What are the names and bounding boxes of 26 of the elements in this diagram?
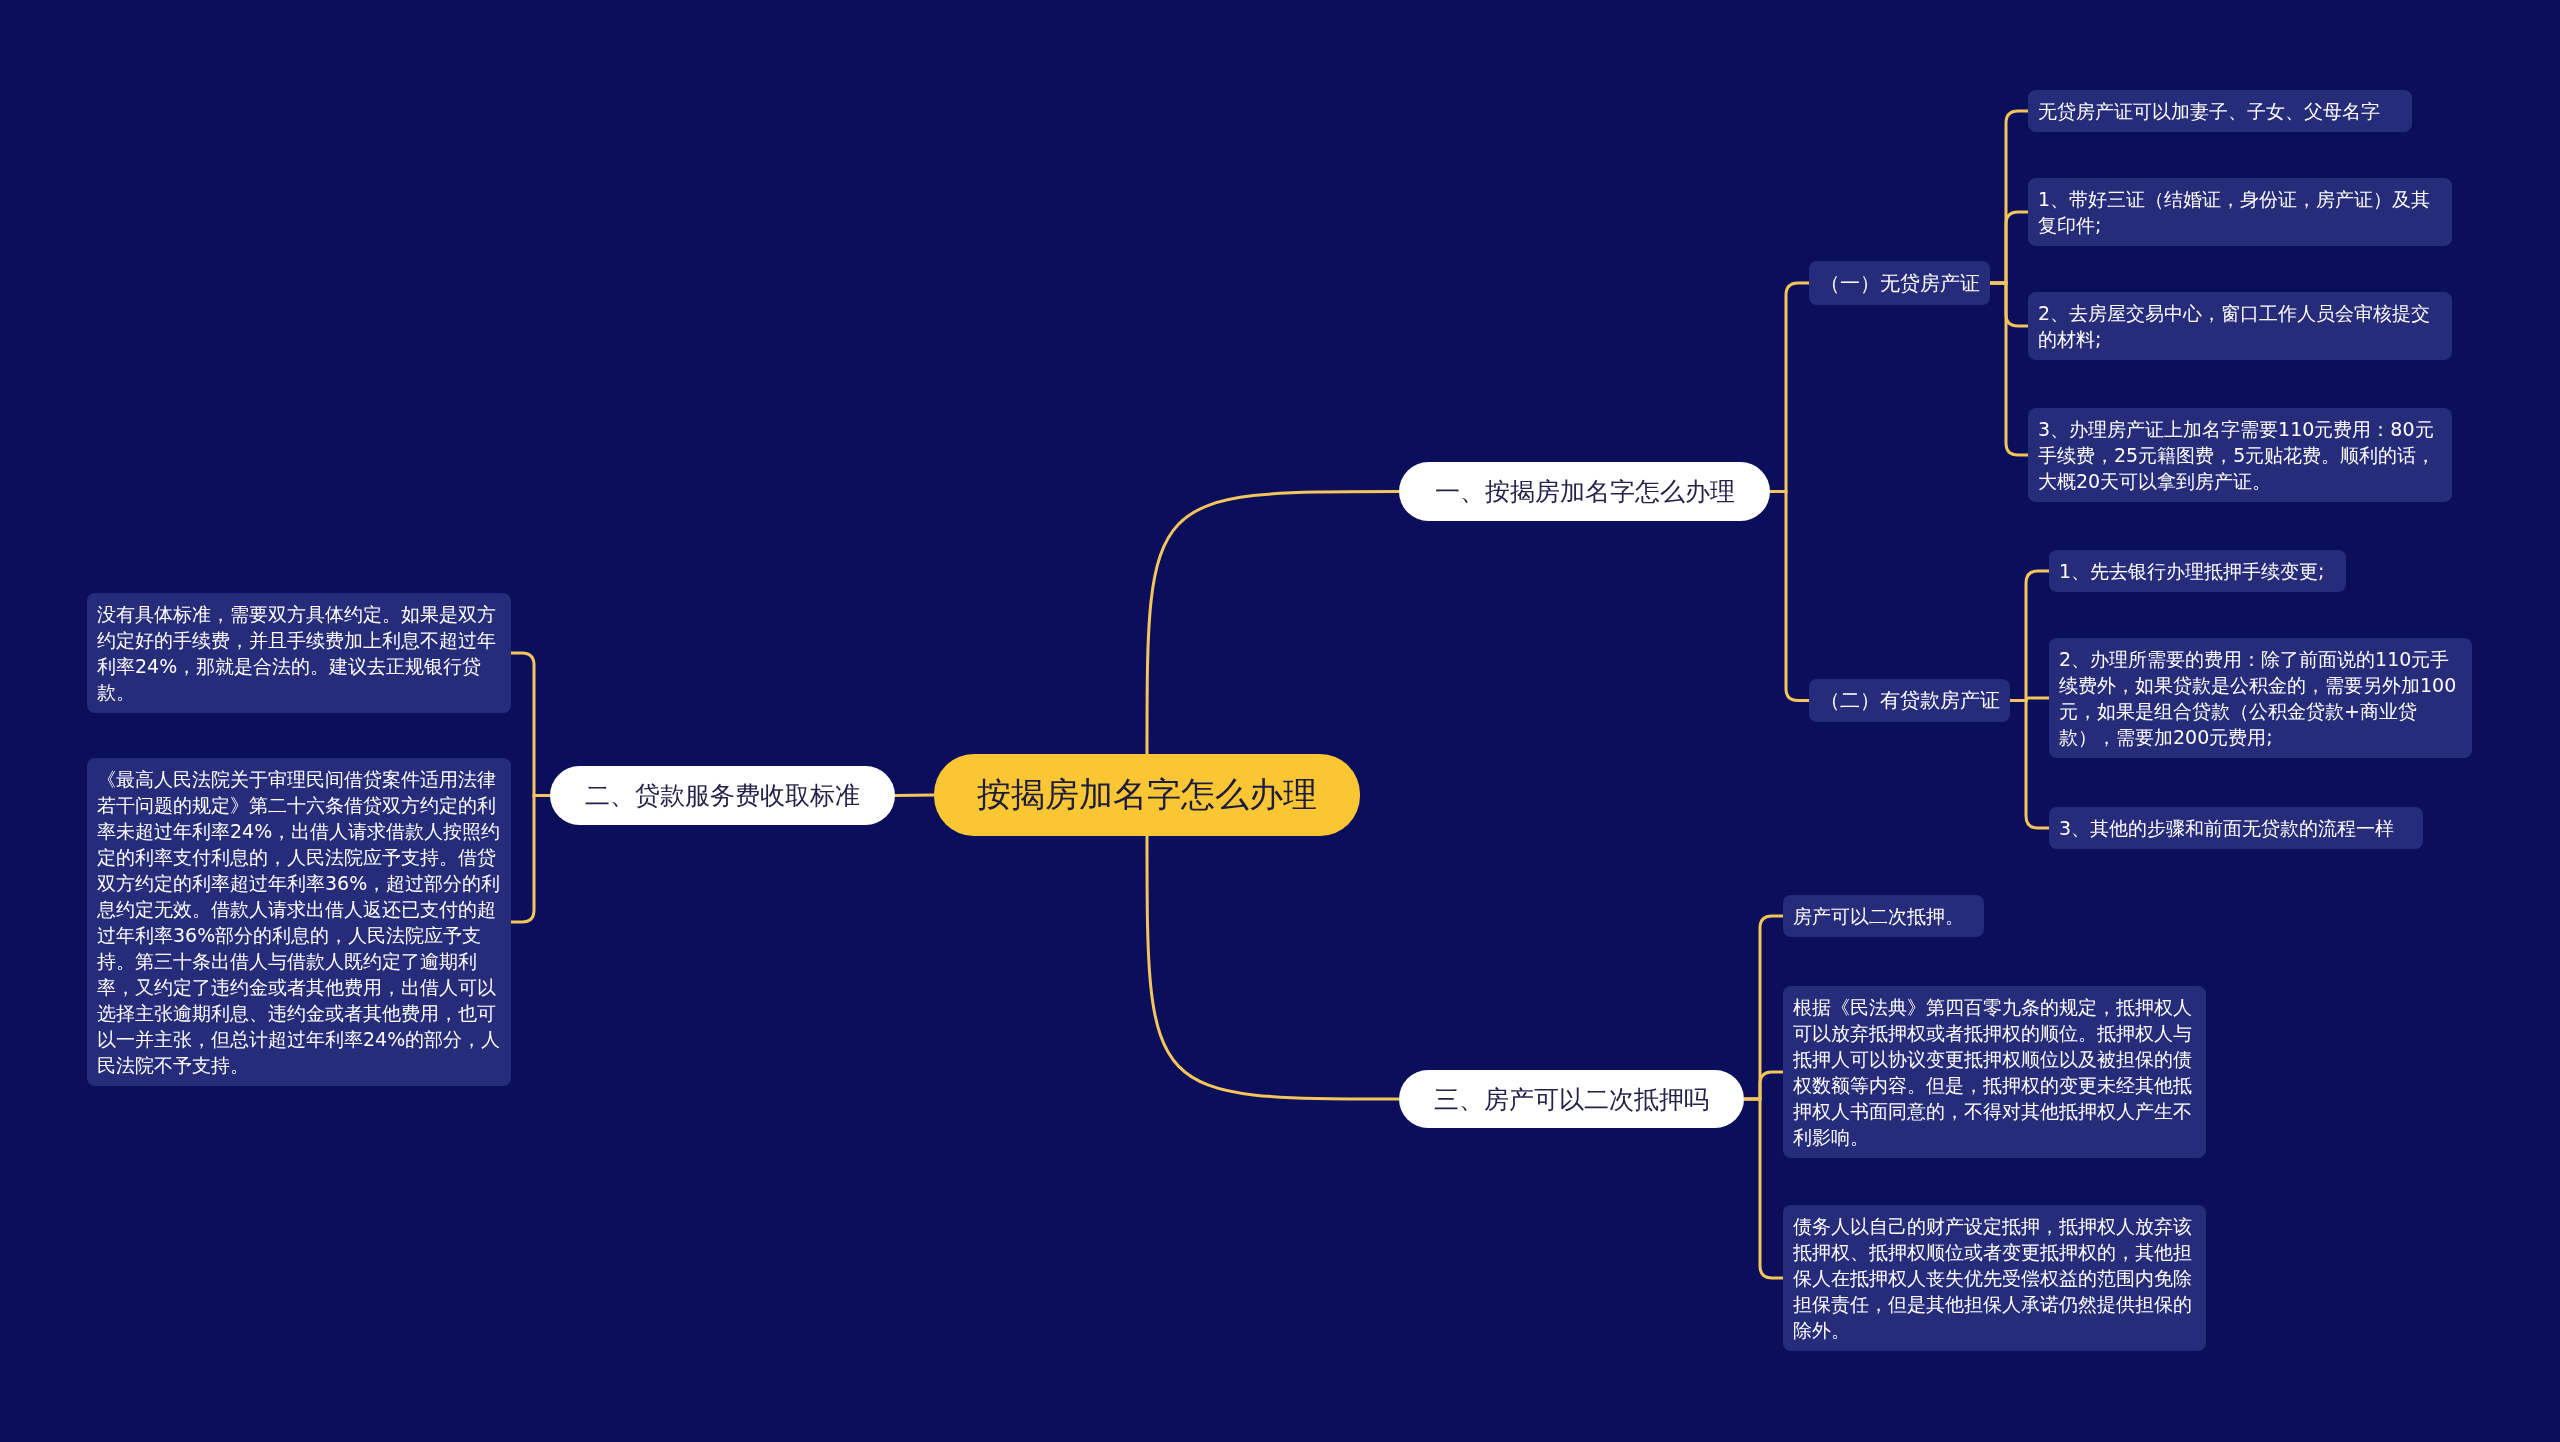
topic-pill: 二、贷款服务费收取标准 bbox=[550, 766, 895, 825]
subtopic-box: （二）有贷款房产证 bbox=[1809, 679, 2010, 722]
connector-line bbox=[894, 793, 935, 797]
note-box: 2、办理所需要的费用：除了前面说的110元手续费外，如果贷款是公积金的，需要另外加100元，如果是组合贷款（公积金贷款+商业贷款），需要加200元费用; bbox=[2049, 638, 2472, 758]
note-box: 没有具体标准，需要双方具体约定。如果是双方约定好的手续费，并且手续费加上利息不超过年利率24%，那就是合法的。建议去正规银行贷款。 bbox=[87, 593, 511, 713]
connector-line bbox=[1990, 281, 2028, 457]
connector-line bbox=[1145, 490, 1399, 754]
note-box: 《最高人民法院关于审理民间借贷案件适用法律若干问题的规定》第二十六条借贷双方约定的利率未超过年利率24%，出借人请求借款人按照约定的利率支付利息的，人民法院应予支持。借贷双方约定的利率超过年利率36%，超过部分的利息约定无效。借款人请求出借人返还已支付的超过年利率36%部分的利息的，人民法院应予支持。第三十条出借人与借款人既约定了逾期利率，又约定了违约金或者其他费用，出借人可以选择主张逾期利息、违约金或者其他费用，也可以一并主张，但总计超过年利率24%的部分，人民法院不予支持。 bbox=[87, 758, 511, 1086]
connector-line bbox=[511, 794, 550, 924]
note-box: 1、先去银行办理抵押手续变更; bbox=[2049, 550, 2346, 592]
note-box: 房产可以二次抵押。 bbox=[1783, 895, 1984, 937]
subtopic-box: （一）无贷房产证 bbox=[1809, 261, 1990, 305]
note-box: 无贷房产证可以加妻子、子女、父母名字 bbox=[2028, 90, 2412, 132]
topic-pill: 一、按揭房加名字怎么办理 bbox=[1399, 462, 1770, 521]
connector-line bbox=[2010, 699, 2049, 830]
note-box: 债务人以自己的财产设定抵押，抵押权人放弃该抵押权、抵押权顺位或者变更抵押权的，其他担保人在抵押权人丧失优先受偿权益的范围内免除担保责任，但是其他担保人承诺仍然提供担保的除外。 bbox=[1783, 1205, 2206, 1351]
central-topic: 按揭房加名字怎么办理 bbox=[934, 754, 1360, 836]
connector-line bbox=[1145, 836, 1399, 1101]
note-box: 2、去房屋交易中心，窗口工作人员会审核提交的材料; bbox=[2028, 292, 2452, 360]
note-box: 根据《民法典》第四百零九条的规定，抵押权人可以放弃抵押权或者抵押权的顺位。抵押权人与抵押人可以协议变更抵押权顺位以及被担保的债权数额等内容。但是，抵押权的变更未经其他抵押权人书面同意的，不得对其他抵押权人产生不利影响。 bbox=[1783, 986, 2206, 1158]
note-box: 1、带好三证（结婚证，身份证，房产证）及其复印件; bbox=[2028, 178, 2452, 246]
note-box: 3、其他的步骤和前面无贷款的流程一样 bbox=[2049, 807, 2423, 849]
note-box: 3、办理房产证上加名字需要110元费用：80元手续费，25元籍图费，5元贴花费。顺利的话，大概20天可以拿到房产证。 bbox=[2028, 408, 2452, 502]
connector-line bbox=[1744, 1097, 1783, 1280]
topic-pill: 三、房产可以二次抵押吗 bbox=[1399, 1070, 1744, 1128]
connector-line bbox=[1770, 490, 1809, 702]
